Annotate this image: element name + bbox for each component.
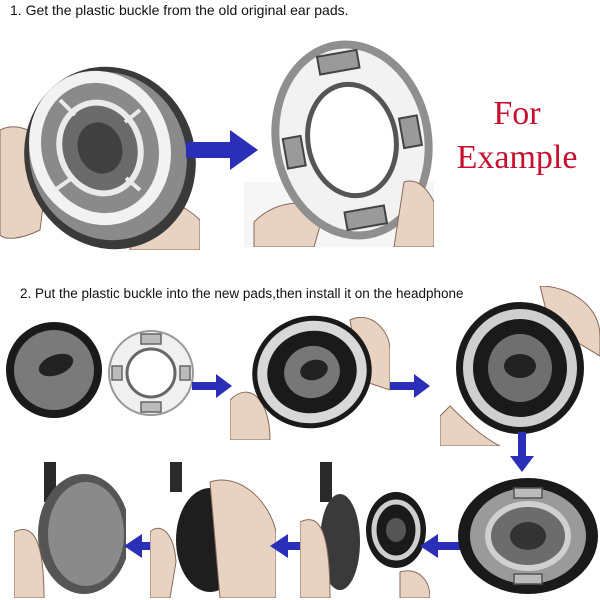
new-ear-pad-photo [4,320,104,420]
arrow-left-icon [420,534,462,563]
arrow-right-icon [192,374,232,403]
arrow-left-icon [270,534,312,563]
for-example-label: For Example [442,92,592,180]
headphone-finished-photo [14,462,126,598]
step1-title: 1. Get the plastic buckle from the old o… [10,2,349,18]
for-example-line2: Example [456,139,578,176]
buckle-photo [106,328,196,418]
arrow-down-icon [510,432,534,477]
for-example-line1: For [493,95,541,132]
arrow-right-icon [390,374,430,403]
arrow-right-icon [186,128,258,177]
old-ear-pad-photo [0,40,200,250]
step2-title: 2. Put the plastic buckle into the new p… [20,286,464,301]
pad-near-headphone-photo [300,462,430,598]
pad-with-buckle-photo [230,310,390,440]
plastic-buckle-photo [244,32,434,247]
installing-pad-photo [150,462,276,598]
pad-pressed-photo [440,286,600,446]
assembled-pad-photo [452,470,600,598]
